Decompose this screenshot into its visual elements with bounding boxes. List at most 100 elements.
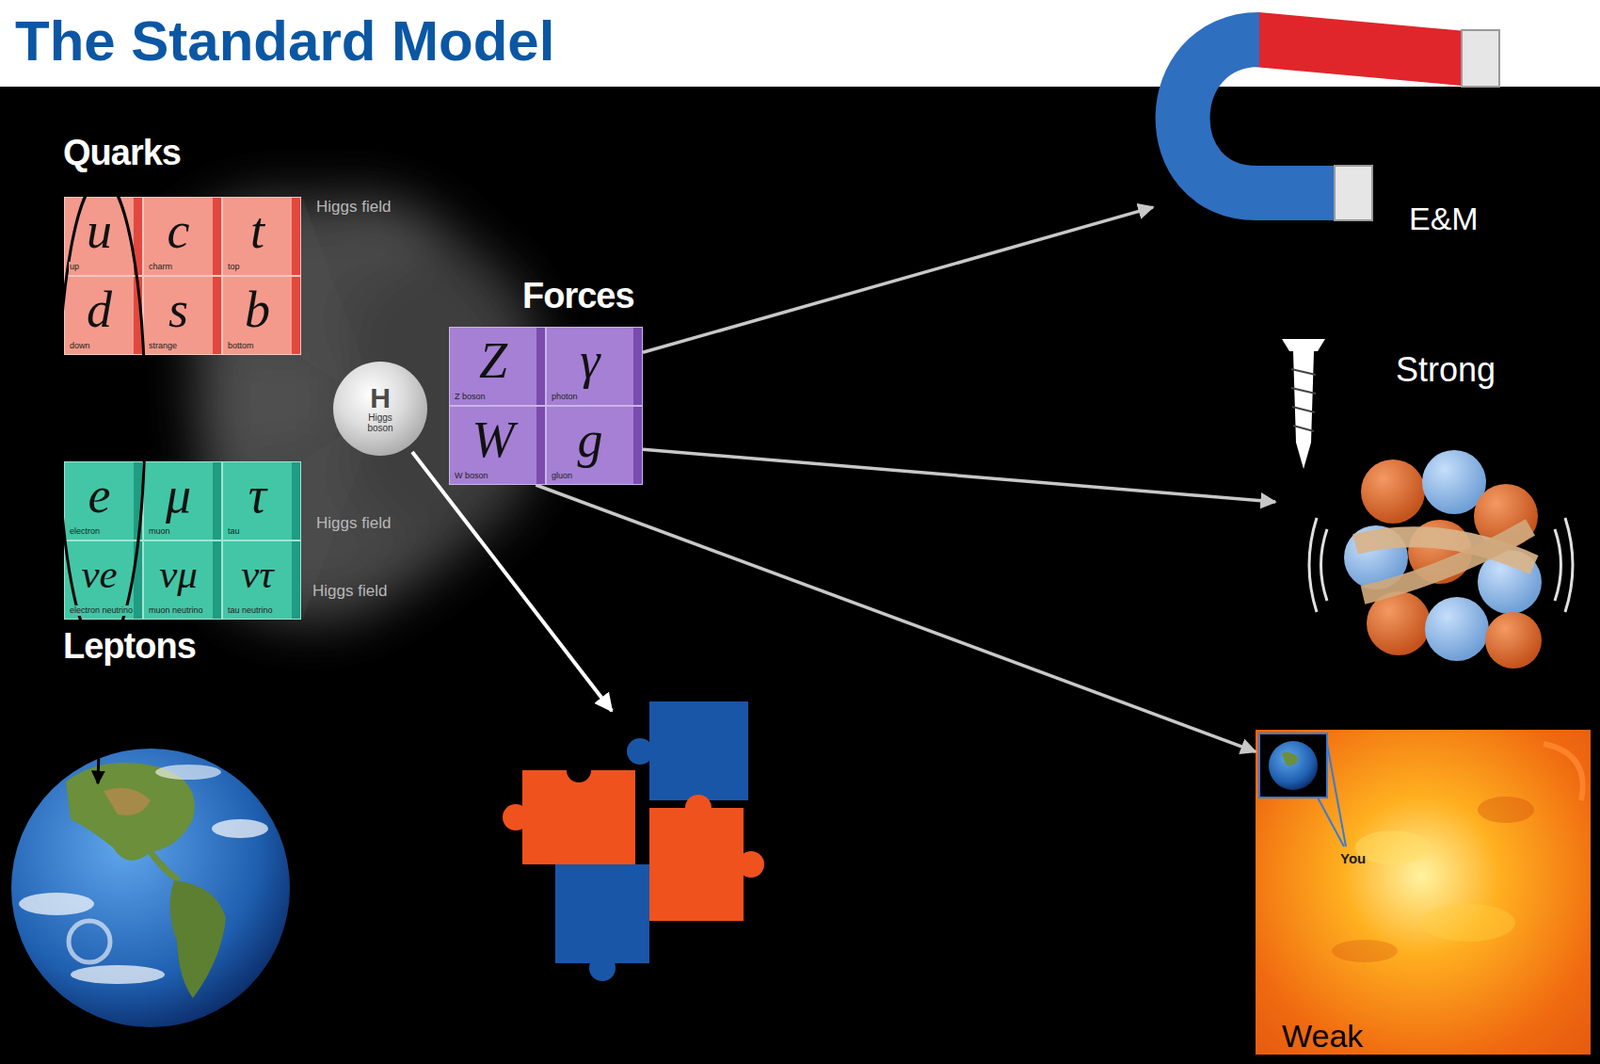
particle-symbol: μ <box>144 462 213 527</box>
nucleus-icon <box>1321 528 1328 601</box>
particle-symbol: g <box>546 406 634 471</box>
force-label: Strong <box>1395 350 1496 390</box>
particle-symbol: t <box>223 197 292 262</box>
sun-picture <box>1281 752 1299 766</box>
group-heading: Forces <box>522 274 635 317</box>
earth-picture <box>11 748 290 1027</box>
sun-picture <box>1255 729 1591 1055</box>
puzzle-icon <box>555 864 650 963</box>
particle-name: Z boson <box>453 391 487 402</box>
earth-picture <box>11 748 290 1027</box>
field-watermark: Higgs field <box>316 513 391 533</box>
earth-picture <box>18 892 95 915</box>
higgs-circle: HHiggs boson <box>333 361 428 456</box>
particle-symbol: b <box>223 276 292 341</box>
puzzle-icon <box>649 701 749 800</box>
particle-cell: WW boson <box>448 405 546 485</box>
puzzle-icon <box>626 737 654 765</box>
earth-picture <box>170 880 226 998</box>
group-heading: Leptons <box>61 624 198 667</box>
particle-name: up <box>68 261 80 272</box>
force-example: Strong <box>1275 329 1586 692</box>
sun-picture <box>1543 743 1584 800</box>
earth-picture <box>211 818 269 838</box>
field-watermark: Higgs field <box>316 197 391 217</box>
higgs-to-puzzle-arrow <box>412 451 612 711</box>
particle-symbol: u <box>64 197 134 262</box>
higgs-to-puzzle-arrow <box>412 451 612 711</box>
particle-name: bottom <box>226 340 256 352</box>
particle-name: photon <box>550 391 579 402</box>
higgs-field-cloud <box>169 196 546 622</box>
particle-symbol: ντ <box>223 541 292 606</box>
nucleus-icon <box>1424 596 1489 661</box>
higgs-name: Higgs boson <box>361 412 400 433</box>
group-heading: Quarks <box>61 131 183 174</box>
particle-cell: νμmuon neutrino <box>143 540 223 620</box>
particle-cell: νeelectron neutrino <box>64 540 144 620</box>
particle-name: electron <box>68 526 101 537</box>
earth-picture <box>70 964 165 984</box>
particle-cell: ttop <box>222 196 302 276</box>
earth-picture <box>68 920 111 962</box>
particle-cell: sstrange <box>143 275 223 355</box>
particle-name: tau neutrino <box>226 605 274 616</box>
higgs-field-cloud <box>169 197 546 622</box>
particle-name: muon neutrino <box>147 605 205 616</box>
particle-group: Leptonseelectronμmuonτtauνeelectron neut… <box>56 459 306 672</box>
label-holder: Higgs field <box>312 581 387 601</box>
screw-icon <box>1293 425 1314 432</box>
puzzle-icon <box>685 794 712 821</box>
particle-name: down <box>68 340 92 352</box>
sun-picture <box>1255 729 1591 1055</box>
magnet-icon <box>1461 30 1500 87</box>
particle-name: muon <box>147 526 172 537</box>
magnet-icon <box>1256 39 1464 59</box>
screw-icon <box>1292 406 1315 413</box>
puzzle-icon <box>502 701 765 981</box>
title-band <box>0 0 1600 87</box>
earth-picture <box>18 762 269 998</box>
particle-group: ForcesZZ bosonγphotonWW bosonggluon <box>442 274 650 490</box>
nucleus-icon <box>1309 449 1573 669</box>
particle-name: charm <box>147 261 174 272</box>
screw-icon <box>1291 387 1316 394</box>
label-holder: You <box>1340 849 1366 867</box>
sun-picture <box>1331 939 1398 962</box>
particle-symbol: e <box>64 462 134 527</box>
earth-picture <box>150 851 179 880</box>
nucleus-icon <box>1565 517 1573 612</box>
nucleus-icon <box>1554 528 1562 601</box>
particle-cell: uup <box>64 196 144 276</box>
particle-cell: ccharm <box>143 196 223 276</box>
first-generation-ellipse <box>58 178 145 784</box>
screw-icon <box>1293 351 1314 469</box>
sun-picture <box>1259 733 1328 798</box>
sun-picture <box>1317 797 1344 847</box>
particle-cell: μmuon <box>143 461 223 541</box>
particle-cell: bbottom <box>222 275 302 355</box>
particle-name: electron neutrino <box>68 605 134 616</box>
force-arrow <box>642 207 1153 352</box>
slide-title: The Standard Model <box>15 5 555 78</box>
first-generation-ellipse <box>97 649 102 784</box>
puzzle-icon <box>502 803 529 831</box>
particle-name: gluon <box>550 470 574 481</box>
sun-picture <box>1477 796 1535 823</box>
particle-name: strange <box>147 340 178 352</box>
earth-picture <box>155 764 222 780</box>
first-generation-ellipse <box>58 178 145 650</box>
particle-symbol: c <box>144 197 213 262</box>
puzzle-icon <box>589 954 616 981</box>
puzzle-icon <box>522 769 636 864</box>
particle-name: top <box>226 261 241 272</box>
particle-cell: τtau <box>222 461 302 541</box>
force-arrow <box>535 484 1256 752</box>
force-arrow <box>642 448 1276 502</box>
screw-icon <box>1291 368 1316 375</box>
particle-symbol: W <box>449 406 537 471</box>
particle-symbol: s <box>144 276 213 341</box>
screw-icon <box>1281 338 1326 469</box>
